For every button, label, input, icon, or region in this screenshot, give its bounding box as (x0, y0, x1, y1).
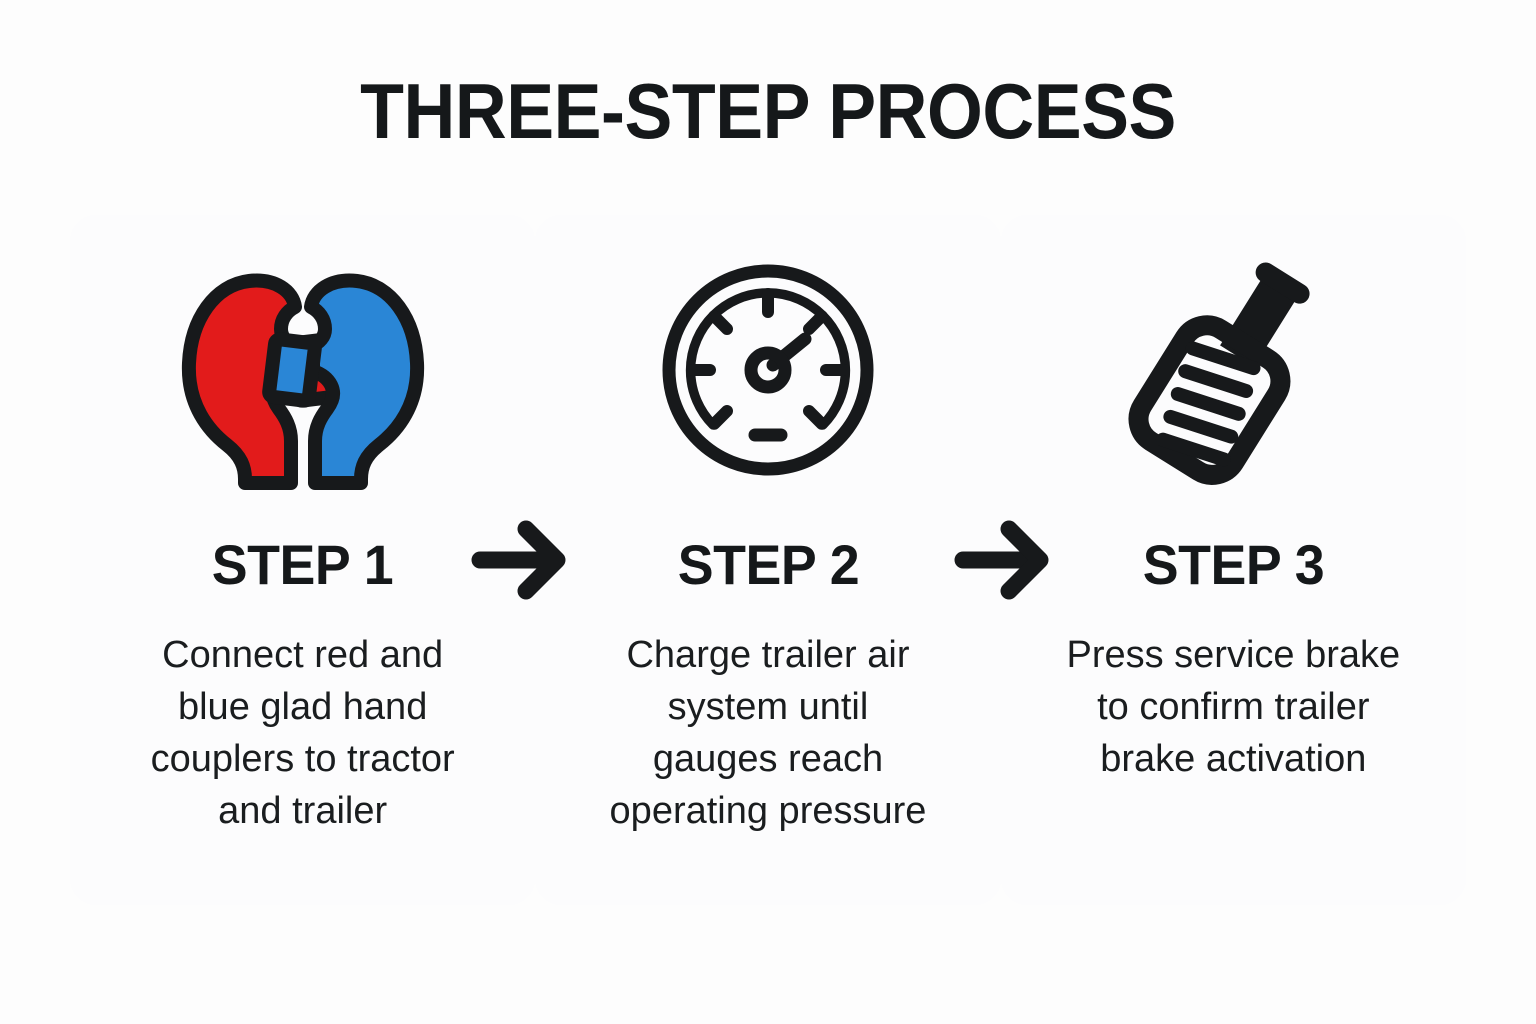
step-1-description: Connect red and blue glad hand couplers … (150, 634, 455, 833)
step-3-icon-slot (1001, 215, 1466, 515)
step-2-label: STEP 2 (677, 533, 859, 596)
step-3-label: STEP 3 (1142, 533, 1325, 596)
step-card-1[interactable]: STEP 1 Connect red and blue glad hand co… (70, 215, 536, 905)
arrow-step2-to-step3 (953, 512, 1053, 608)
arrow-right-icon (470, 512, 570, 608)
step-2-description: Charge trailer air system until gauges r… (609, 634, 927, 833)
step-1-label: STEP 1 (211, 533, 394, 596)
step-card-3[interactable]: STEP 3 Press service brake to confirm tr… (1000, 215, 1466, 905)
steps-row: STEP 1 Connect red and blue glad hand co… (70, 215, 1466, 905)
step-1-icon-slot (70, 215, 535, 515)
glad-hand-couplers-icon (153, 245, 453, 495)
step-card-2[interactable]: STEP 2 Charge trailer air system until g… (535, 215, 1001, 905)
step-3-description: Press service brake to confirm trailer b… (1066, 634, 1401, 781)
arrow-step1-to-step2 (470, 512, 570, 608)
brake-pedal-icon (1113, 260, 1353, 485)
step-2-icon-slot (535, 215, 1000, 515)
page-title: THREE-STEP PROCESS (360, 67, 1176, 155)
pressure-gauge-icon (657, 259, 879, 481)
arrow-right-icon (953, 512, 1053, 608)
